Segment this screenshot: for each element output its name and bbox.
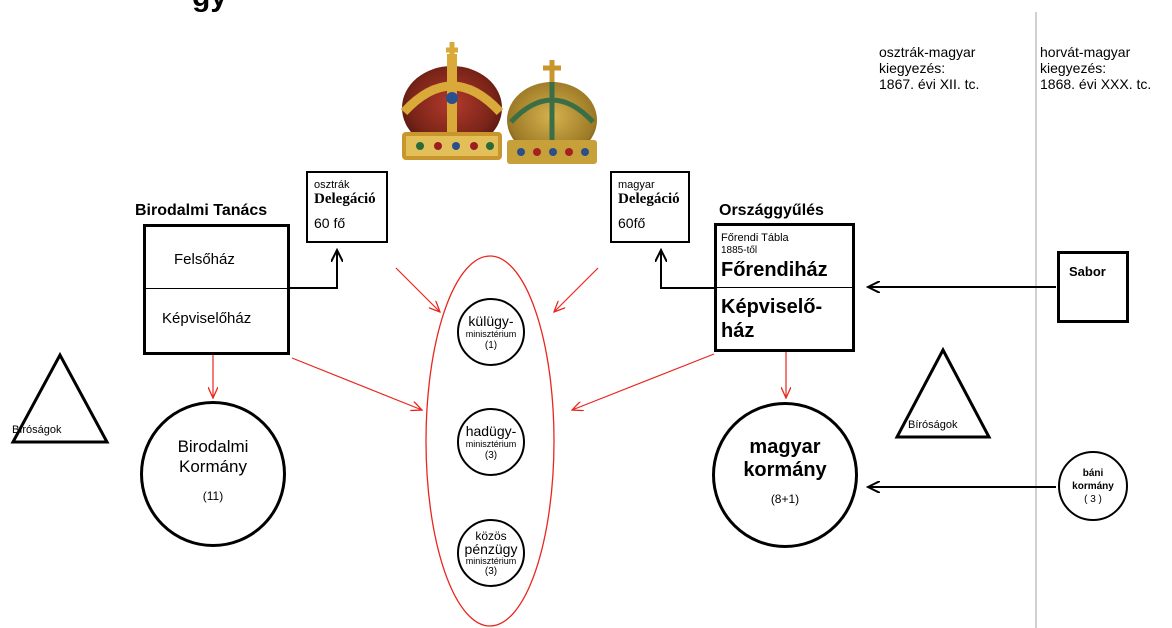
crown-icon: [400, 42, 504, 160]
house-divider: [146, 288, 287, 289]
finance-ministry-circle: közös pénzügy minisztérium (3): [457, 519, 525, 587]
house-of-magnates-label: Főrendiház: [721, 259, 828, 281]
hungarian-courts-label: Bíróságok: [908, 419, 958, 431]
treaty-line: 1868. évi XXX. tc.: [1040, 76, 1152, 92]
sabor-label: Sabor: [1069, 264, 1106, 279]
common-ministries-oval: [425, 255, 555, 627]
government-name-line: Kormány: [178, 457, 248, 476]
arrow-parliament-to-hungarian-delegation: [661, 250, 714, 289]
treaty-line: horvát-magyar: [1040, 44, 1131, 60]
austrian-courts-label: Bíróságok: [12, 424, 62, 436]
lower-house-line: ház: [721, 320, 755, 342]
ban-government-line: báni: [1082, 467, 1104, 479]
hungarian-courts-triangle: [894, 346, 992, 439]
imperial-council-box: Felsőház Képviselőház: [143, 224, 290, 355]
treaty-line: 1867. évi XII. tc.: [879, 76, 980, 92]
arrow-austrian-council-to-ministries: [291, 357, 422, 410]
delegation-size: 60fő: [618, 215, 646, 231]
lower-house-line: Képviselő-: [721, 296, 823, 318]
war-ministry-circle: hadügy- minisztérium (3): [457, 408, 525, 476]
ministry-word: minisztérium: [465, 438, 517, 449]
ministry-count: (1): [484, 339, 498, 351]
ministry-name: külügy-: [468, 312, 514, 329]
ministry-name: pénzügy: [464, 540, 518, 557]
imperial-council-title: Birodalmi Tanács: [135, 202, 268, 219]
parliament-box: Főrendi Tábla 1885-től Főrendiház Képvis…: [714, 223, 855, 352]
page-title-fragment: gy: [192, 0, 227, 12]
upper-house-label: Felsőház: [174, 251, 235, 268]
house-of-representatives-label: Képviselő- ház: [721, 295, 822, 343]
hungarian-government-circle: magyar kormány (8+1): [712, 402, 858, 548]
parliament-title: Országgyűlés: [719, 202, 824, 219]
sabor-box: Sabor: [1057, 251, 1129, 323]
ministry-count: (3): [484, 449, 498, 461]
arrow-austrian-delegation-to-ministries: [395, 267, 440, 312]
croat-hungarian-compromise-note: horvát-magyar kiegyezés: 1868. évi XXX. …: [1040, 44, 1151, 92]
delegation-size: 60 fő: [314, 215, 346, 231]
arrow-council-to-austrian-delegation: [290, 250, 337, 289]
government-name-line: kormány: [743, 459, 827, 481]
delegation-name: Delegáció: [618, 191, 680, 207]
crown-icon: [507, 60, 597, 164]
ministry-word: minisztérium: [465, 555, 517, 566]
arrow-hungarian-parliament-to-ministries: [572, 353, 715, 410]
austrian-courts-triangle: [10, 351, 110, 444]
ministry-common-word: közös: [475, 528, 507, 543]
ministry-count: (3): [484, 565, 498, 577]
delegation-prefix: magyar: [618, 179, 655, 191]
ministry-word: minisztérium: [465, 328, 517, 339]
upper-table-old-name: Főrendi Tábla: [721, 232, 789, 244]
austrian-delegation-box: osztrák Delegáció 60 fő: [306, 171, 388, 243]
foreign-ministry-circle: külügy- minisztérium (1): [457, 298, 525, 366]
government-member-count: (11): [202, 489, 224, 503]
ban-government-line: kormány: [1072, 480, 1114, 492]
house-divider: [717, 287, 852, 288]
treaty-line: kiegyezés:: [879, 60, 946, 76]
treaty-line: osztrák-magyar: [879, 44, 976, 60]
imperial-government-circle: Birodalmi Kormány (11): [140, 401, 286, 547]
ban-government-count: ( 3 ): [1084, 493, 1102, 505]
arrow-hungarian-delegation-to-ministries: [554, 267, 599, 312]
lower-house-label: Képviselőház: [162, 310, 252, 327]
delegation-prefix: osztrák: [314, 179, 350, 191]
austro-hungarian-compromise-note: osztrák-magyar kiegyezés: 1867. évi XII.…: [879, 44, 979, 92]
ministry-name: hadügy-: [465, 422, 517, 439]
government-member-count: (8+1): [770, 492, 800, 506]
hungarian-delegation-box: magyar Delegáció 60fő: [610, 171, 690, 243]
government-name-line: Birodalmi: [177, 437, 249, 456]
treaty-line: kiegyezés:: [1040, 60, 1107, 76]
government-name-line: magyar: [749, 436, 821, 458]
delegation-name: Delegáció: [314, 191, 376, 207]
upper-house-since-note: 1885-től: [721, 245, 758, 256]
ban-government-circle: báni kormány ( 3 ): [1058, 451, 1128, 521]
